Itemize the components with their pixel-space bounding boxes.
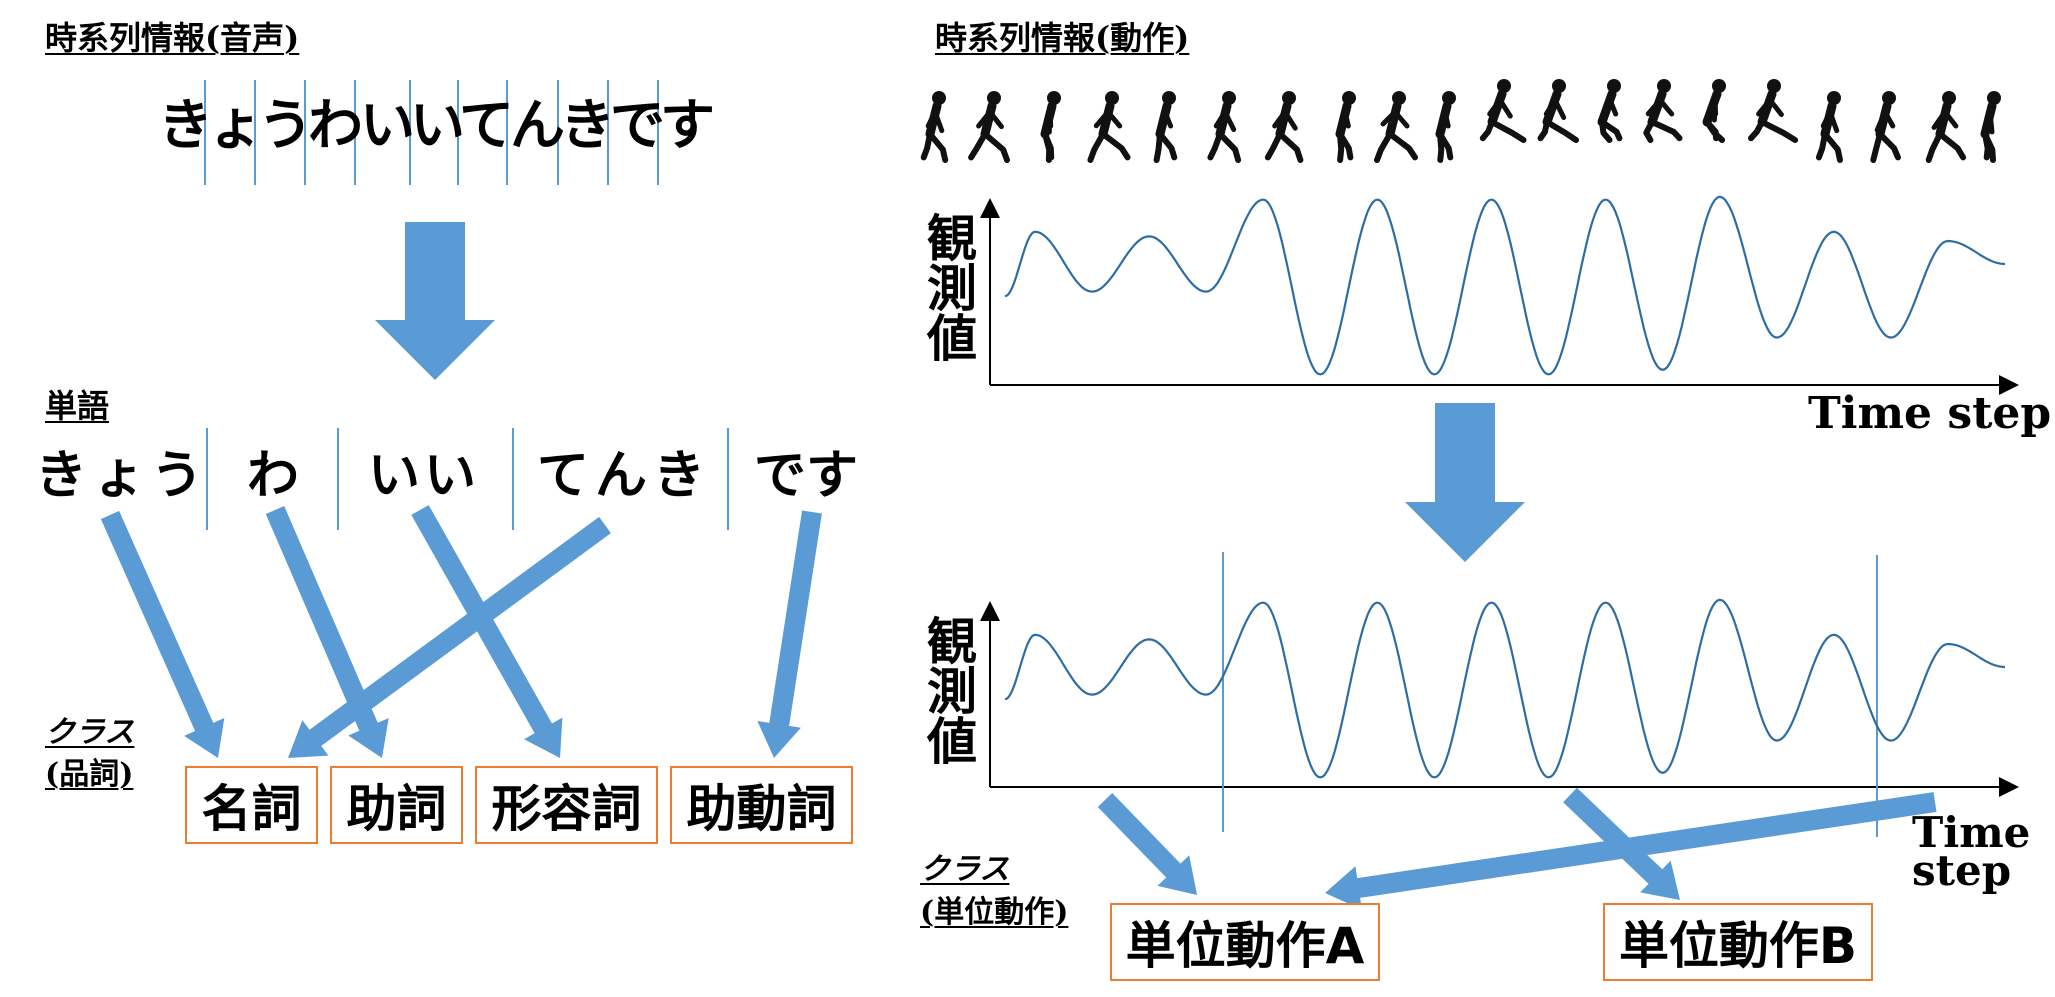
char-cell: わ: [308, 93, 364, 157]
top-chart-axes: [980, 198, 2019, 395]
running-figure-icon: [1374, 91, 1418, 163]
class-title-left-1: クラス: [45, 715, 135, 750]
char-cell: す: [660, 93, 716, 157]
signal-line-bottom: [1004, 598, 2006, 779]
running-figure-icon: [1040, 91, 1061, 163]
xlabel-bottom-1: Time: [1912, 808, 2031, 857]
running-figure-icon: [1980, 91, 2001, 163]
segment-dividers: [1222, 552, 1878, 837]
arrow-tenki-to-meishi: [288, 516, 611, 758]
mapping-arrows-right: [1097, 787, 1937, 910]
mapping-arrows-left: [100, 505, 822, 758]
running-figure-icon: [1264, 91, 1304, 163]
char-cell: で: [610, 93, 666, 157]
word-kyou: きょう: [35, 446, 210, 506]
running-figure-icon: [1643, 79, 1683, 143]
char-cell: ん: [510, 93, 566, 157]
word-dividers: [206, 428, 729, 530]
signal-line-top: [1004, 195, 2006, 376]
arrow-segment1-to-unit-a: [1097, 793, 1197, 895]
char-cell: ょ: [208, 93, 264, 157]
char-cell: て: [459, 93, 515, 157]
running-figure-icon: [1597, 79, 1623, 143]
class-box-keiyoushi: 形容詞: [475, 766, 658, 844]
running-figure-icon: [1537, 79, 1579, 143]
class-title-right-1: クラス: [920, 852, 1010, 887]
running-figure-icon: [1748, 79, 1799, 143]
down-arrow-right: [1405, 403, 1525, 562]
running-figure-icon: [1925, 91, 1967, 163]
word-wa: わ: [247, 446, 300, 506]
class-box-jodoushi: 助動詞: [670, 766, 853, 844]
running-figure-icon: [920, 91, 949, 163]
running-figure-icon: [1479, 79, 1527, 143]
running-figure-icon: [1815, 91, 1843, 163]
running-figure-icon: [1870, 91, 1901, 163]
char-cell: き: [560, 93, 616, 157]
arrow-segment3-to-unit-a: [1325, 792, 1937, 910]
down-arrow-left: [375, 222, 495, 380]
class-box-meishi: 名詞: [185, 766, 318, 844]
class-box-unit-b: 単位動作B: [1603, 903, 1873, 981]
xlabel-bottom-2: step: [1912, 846, 2012, 895]
char-dividers: [204, 80, 659, 185]
arrow-ii-to-keiyoushi: [411, 505, 563, 758]
ylabel-top: 観測値: [919, 212, 977, 362]
bottom-chart-axes: [980, 601, 2019, 797]
running-figure-icon: [1702, 79, 1726, 143]
running-figure-icon: [1087, 91, 1131, 163]
word-tenki: てんき: [537, 446, 712, 506]
char-cell: い: [360, 93, 416, 157]
running-figure-icon: [1435, 91, 1456, 163]
char-cell: い: [410, 93, 466, 157]
running-figure-icon: [968, 91, 1010, 163]
arrow-kyou-to-meishi: [100, 510, 225, 758]
word-ii: いい: [368, 446, 481, 506]
arrow-desu-to-jodoushi: [757, 510, 822, 758]
words-title: 単語: [45, 387, 110, 425]
class-title-left-2: (品詞): [45, 757, 134, 792]
running-figure-icon: [1335, 91, 1356, 163]
word-desu: です: [754, 446, 859, 506]
runner-strip: [920, 79, 2001, 163]
char-cell: き: [158, 93, 214, 157]
running-figure-icon: [1153, 91, 1178, 163]
char-cell: う: [258, 93, 314, 157]
class-title-right-2: (単位動作): [920, 895, 1069, 930]
xlabel-top: Time step: [1808, 388, 2052, 439]
ylabel-bottom: 観測値: [919, 615, 977, 765]
class-box-joshi: 助詞: [330, 766, 463, 844]
running-figure-icon: [1207, 91, 1242, 163]
right-title: 時系列情報(動作): [935, 19, 1190, 57]
class-box-unit-a: 単位動作A: [1110, 903, 1380, 981]
left-title: 時系列情報(音声): [45, 19, 300, 57]
